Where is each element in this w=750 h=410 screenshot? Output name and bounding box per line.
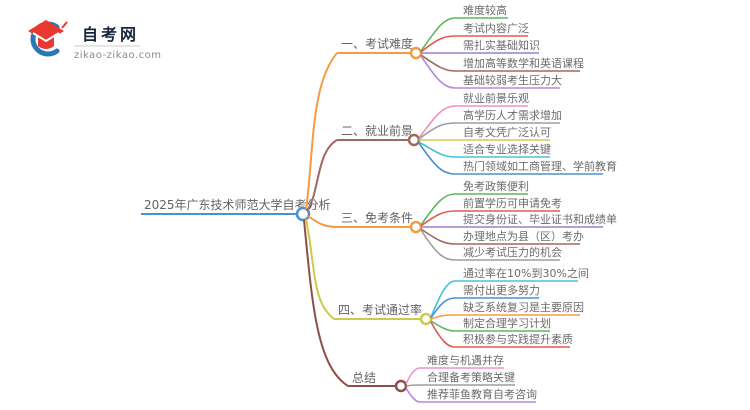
leaf-curve — [420, 55, 456, 89]
leaf-curve — [430, 297, 456, 319]
branch-curve — [306, 139, 338, 212]
leaf-curve — [420, 210, 456, 227]
branch-node-handle[interactable] — [409, 46, 423, 60]
leaf-curve — [430, 314, 456, 320]
branch-label[interactable]: 三、免考条件 — [341, 210, 413, 225]
leaf-label[interactable]: 办理地点为县（区）考办 — [463, 230, 584, 243]
leaf-label[interactable]: 考试内容广泛 — [463, 21, 529, 35]
leaf-curve — [420, 229, 456, 261]
leaf-label[interactable]: 适合专业选择关键 — [463, 142, 551, 156]
leaf-curve — [420, 54, 456, 72]
leaf-curve — [418, 122, 456, 140]
leaf-curve — [418, 105, 456, 139]
branch-exemption-conditions: 三、免考条件 免考政策便利 前置学历可申请免考 提交身份证、毕业证书和成绩单 办… — [307, 179, 617, 261]
branch-label[interactable]: 总结 — [352, 371, 376, 385]
leaf-label[interactable]: 合理备考策略关键 — [427, 370, 515, 384]
leaf-label[interactable]: 就业前景乐观 — [463, 91, 529, 105]
leaf-curve — [405, 387, 421, 403]
leaf-label[interactable]: 提交身份证、毕业证书和成绩单 — [463, 212, 617, 226]
leaf-label[interactable]: 需付出更多努力 — [463, 283, 540, 297]
leaf-curve — [420, 228, 456, 245]
logo-domain: zikao-zikao.com — [74, 50, 161, 61]
leaf-label[interactable]: 制定合理学习计划 — [463, 316, 551, 330]
leaf-curve — [420, 17, 456, 52]
leaf-curve — [430, 321, 456, 348]
logo-tassel — [61, 21, 68, 29]
branch-exam-difficulty: 一、考试难度 难度较高 考试内容广泛 需扎实基础知识 增加高等数学和英语课程 基… — [305, 3, 584, 210]
branch-node-handle[interactable] — [419, 312, 433, 326]
branch-node-handle[interactable] — [407, 133, 421, 147]
root-node[interactable]: 2025年广东技术师范大学自考分析 — [141, 197, 331, 222]
leaf-curve — [420, 193, 456, 226]
branch-node-handle[interactable] — [409, 220, 423, 234]
leaf-label[interactable]: 积极参与实践提升素质 — [463, 332, 573, 346]
leaf-label[interactable]: 自考文凭广泛认可 — [463, 125, 551, 139]
logo-title: 自考网 — [82, 25, 139, 44]
leaf-label[interactable]: 通过率在10%到30%之间 — [463, 266, 589, 280]
branch-node-handle[interactable] — [394, 379, 408, 393]
leaf-curve — [420, 35, 456, 53]
branch-job-prospects: 二、就业前景 就业前景乐观 高学历人才需求增加 自考文凭广泛认可 适合专业选择关… — [306, 91, 617, 212]
leaf-label[interactable]: 热门领域如工商管理、学前教育 — [463, 159, 617, 173]
branch-curve — [303, 219, 349, 387]
leaf-curve — [418, 142, 456, 175]
logo-cap-band — [32, 32, 60, 43]
leaf-curve — [430, 320, 456, 332]
root-label[interactable]: 2025年广东技术师范大学自考分析 — [144, 197, 331, 212]
leaf-curve — [405, 367, 421, 385]
branch-label[interactable]: 一、考试难度 — [341, 36, 413, 51]
branch-pass-rate: 四、考试通过率 通过率在10%到30%之间 需付出更多努力 缺乏系统复习是主要原… — [305, 218, 589, 348]
site-logo[interactable]: 自考网 zikao-zikao.com — [28, 20, 161, 61]
leaf-label[interactable]: 需扎实基础知识 — [463, 38, 540, 52]
branch-curve — [305, 218, 335, 320]
leaf-label[interactable]: 高学历人才需求增加 — [463, 108, 562, 122]
leaf-label[interactable]: 难度较高 — [463, 3, 507, 17]
branch-label[interactable]: 二、就业前景 — [341, 123, 413, 138]
leaf-label[interactable]: 前置学历可申请免考 — [463, 196, 562, 210]
branch-curve — [305, 52, 338, 210]
leaf-label[interactable]: 减少考试压力的机会 — [463, 245, 562, 259]
leaf-label[interactable]: 缺乏系统复习是主要原因 — [463, 300, 584, 314]
leaf-label[interactable]: 基础较弱考生压力大 — [463, 73, 562, 87]
branch-summary: 总结 难度与机遇并存 合理备考策略关键 推荐菲鱼教育自考咨询 — [303, 219, 537, 403]
branch-curve — [307, 215, 338, 228]
leaf-label[interactable]: 难度与机遇并存 — [427, 353, 504, 367]
root-node-handle[interactable] — [295, 206, 311, 222]
leaf-curve — [405, 384, 421, 387]
leaf-label[interactable]: 增加高等数学和英语课程 — [463, 56, 584, 70]
graduation-cap-icon — [28, 20, 68, 57]
leaf-label[interactable]: 推荐菲鱼教育自考咨询 — [427, 387, 537, 401]
branch-label[interactable]: 四、考试通过率 — [338, 302, 422, 317]
leaf-label[interactable]: 免考政策便利 — [463, 179, 529, 193]
leaf-curve — [418, 141, 456, 158]
leaf-curve — [430, 280, 456, 318]
